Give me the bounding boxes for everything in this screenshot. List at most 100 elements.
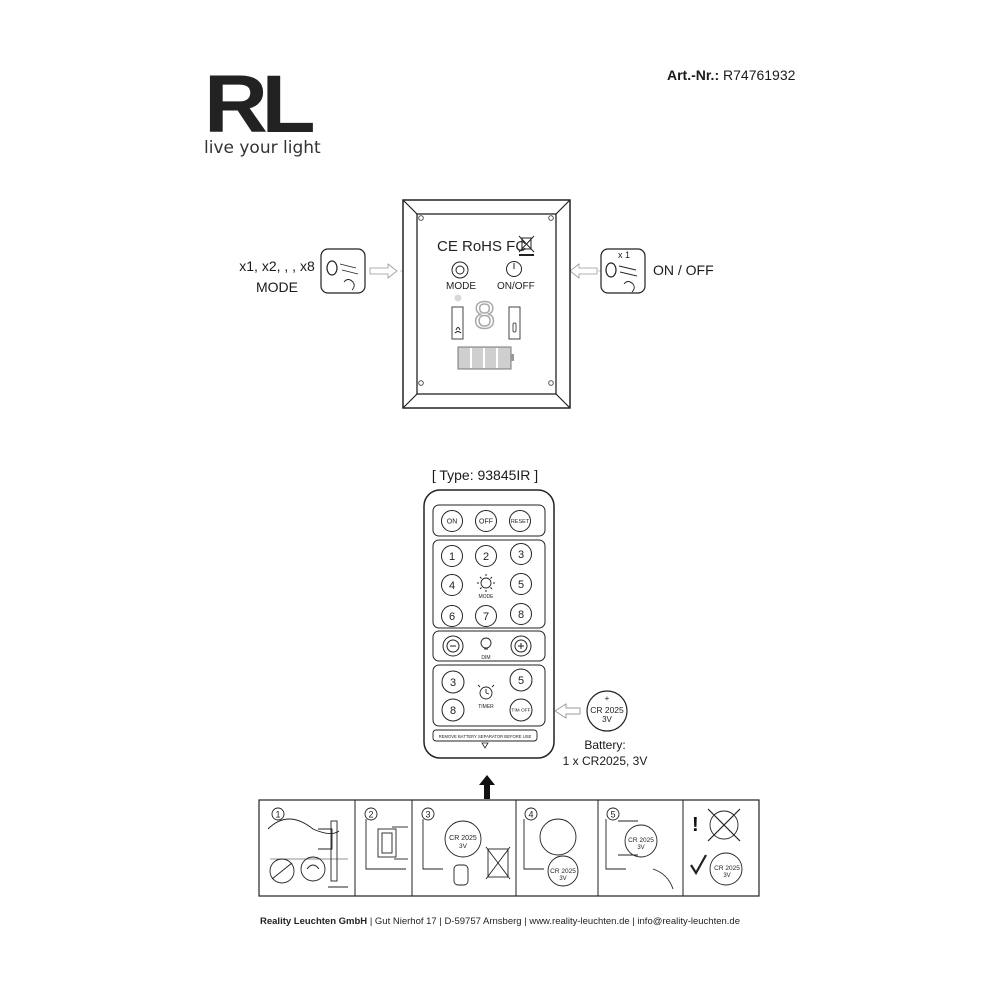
mode-2-button[interactable]: 2 (475, 545, 497, 567)
step-number-2: 2 (364, 807, 378, 821)
mode-callout-count: x1, x2, , , x8 (239, 258, 315, 274)
mode-6-button-label: 6 (449, 611, 455, 623)
remote-mode-label: MODE (479, 594, 495, 600)
mode-button-icon (451, 261, 469, 279)
remote-off-button-label: OFF (479, 518, 493, 525)
article-number: Art.-Nr.: R74761932 (667, 67, 795, 83)
step-3-coin-volt: 3V (459, 843, 468, 850)
timer-8-button-label: 8 (450, 705, 456, 717)
alarm-clock-icon (477, 684, 495, 700)
mode-4-button-label: 4 (449, 580, 455, 592)
timer-3-button[interactable]: 3 (441, 670, 465, 694)
remote-reset-button[interactable]: RESET (509, 510, 531, 532)
svg-text:2: 2 (368, 810, 373, 820)
mode-1-button-label: 1 (449, 551, 455, 563)
step-number-4: 4 (524, 807, 538, 821)
unit-onoff-label: ON/OFF (497, 281, 535, 292)
brand-tagline: live your light (204, 138, 321, 158)
footer-city: D-59757 Arnsberg (444, 916, 522, 927)
step-number-1: 1 (271, 807, 285, 821)
onoff-callout-label: ON / OFF (653, 262, 714, 278)
svg-text:3: 3 (425, 810, 430, 820)
footer: Reality Leuchten GmbH | Gut Nierhof 17 |… (260, 916, 740, 927)
remote-timer-label: TIMER (478, 704, 494, 710)
step-4-coin-type: CR 2025 (550, 868, 576, 875)
mode-5-button[interactable]: 5 (510, 573, 532, 595)
coin-cell-voltage: 3V (602, 715, 612, 724)
mode-7-button-label: 7 (483, 611, 489, 623)
remote-dim-label: DIM (481, 655, 490, 661)
timer-5-button-label: 5 (518, 675, 524, 687)
segment-display: 8 (474, 295, 495, 337)
svg-text:+: + (605, 694, 610, 703)
battery-spec: 1 x CR2025, 3V (562, 754, 648, 768)
footer-website[interactable]: www.reality-leuchten.de (529, 916, 630, 927)
mode-8-button-label: 8 (518, 609, 524, 621)
step-number-3: 3 (421, 807, 435, 821)
dim-bulb-icon (480, 637, 492, 650)
footer-company: Reality Leuchten GmbH (260, 916, 368, 927)
remote-reset-button-label: RESET (511, 519, 530, 525)
timer-3-button-label: 3 (450, 677, 456, 689)
footer-address: Gut Nierhof 17 (374, 916, 437, 927)
step-3-coin-type: CR 2025 (449, 835, 477, 842)
step-6-panel (690, 808, 743, 886)
battery-insert-diagram: + CR 2025 3V (554, 690, 628, 732)
step-5-coin-volt: 3V (637, 845, 644, 851)
power-button-icon (506, 261, 522, 277)
step-5-coin-type: CR 2025 (628, 837, 654, 844)
remote-on-button-label: ON (447, 518, 458, 525)
brand-logo: RL (204, 59, 316, 150)
step-5-panel (605, 819, 674, 890)
svg-text:5: 5 (610, 810, 615, 820)
dim-plus-button[interactable] (510, 635, 532, 657)
mode-6-button[interactable]: 6 (441, 605, 463, 627)
timer-tim-off-button[interactable]: TIM OFF (509, 698, 533, 722)
mode-8-button[interactable]: 8 (510, 603, 532, 625)
cert-marks: CE RoHS FC (437, 238, 526, 255)
mode-sun-icon (477, 574, 495, 592)
footer-email[interactable]: info@reality-leuchten.de (637, 916, 740, 927)
mode-callout-label: MODE (256, 279, 298, 295)
dim-minus-button[interactable] (442, 635, 464, 657)
wall-unit-illustration: x 1 CE RoHS FC MODE ON/OFF 8 (320, 199, 646, 409)
weee-bin-icon (518, 235, 535, 256)
step-6-coin-type: CR 2025 (714, 865, 740, 872)
onoff-press-icon: x 1 (600, 248, 646, 294)
mode-7-button[interactable]: 7 (475, 605, 497, 627)
coin-cell-type: CR 2025 (590, 705, 624, 715)
svg-text:1: 1 (275, 810, 280, 820)
step-2-panel (365, 819, 408, 870)
coin-cell (586, 690, 628, 732)
up-arrow-icon (479, 775, 495, 799)
step-3-panel (422, 819, 511, 886)
step-4-panel (523, 818, 579, 887)
battery-label: Battery: (584, 738, 626, 752)
timer-5-button[interactable]: 5 (509, 668, 533, 692)
mode-5-button-label: 5 (518, 579, 524, 591)
timer-tim-off-button-label: TIM OFF (511, 708, 530, 714)
remote-off-button[interactable]: OFF (475, 510, 497, 532)
remote-on-button[interactable]: ON (441, 510, 463, 532)
remote-type-label: [ Type: 93845IR ] (431, 467, 539, 483)
step-6-coin-volt: 3V (723, 873, 730, 879)
timer-8-button[interactable]: 8 (441, 698, 465, 722)
svg-text:4: 4 (528, 810, 533, 820)
article-label: Art.-Nr.: (667, 67, 720, 83)
unit-mode-label: MODE (446, 281, 476, 292)
mode-1-button[interactable]: 1 (441, 545, 463, 567)
step-1-panel (267, 818, 348, 888)
mode-3-button[interactable]: 3 (510, 543, 532, 565)
mode-press-icon (320, 248, 366, 294)
mode-4-button[interactable]: 4 (441, 574, 463, 596)
battery-steps-strip: CR 2025 3V CR 2025 3V CR 2025 3V ! CR 20… (258, 799, 760, 897)
mode-3-button-label: 3 (518, 549, 524, 561)
article-value: R74761932 (723, 67, 796, 83)
step-number-5: 5 (606, 807, 620, 821)
svg-text:x 1: x 1 (618, 250, 630, 260)
step-4-coin-volt: 3V (559, 876, 566, 882)
mode-2-button-label: 2 (483, 551, 489, 563)
separator-note: REMOVE BATTERY SEPARATOR BEFORE USE (439, 734, 532, 739)
warning-exclamation-icon: ! (692, 814, 699, 836)
